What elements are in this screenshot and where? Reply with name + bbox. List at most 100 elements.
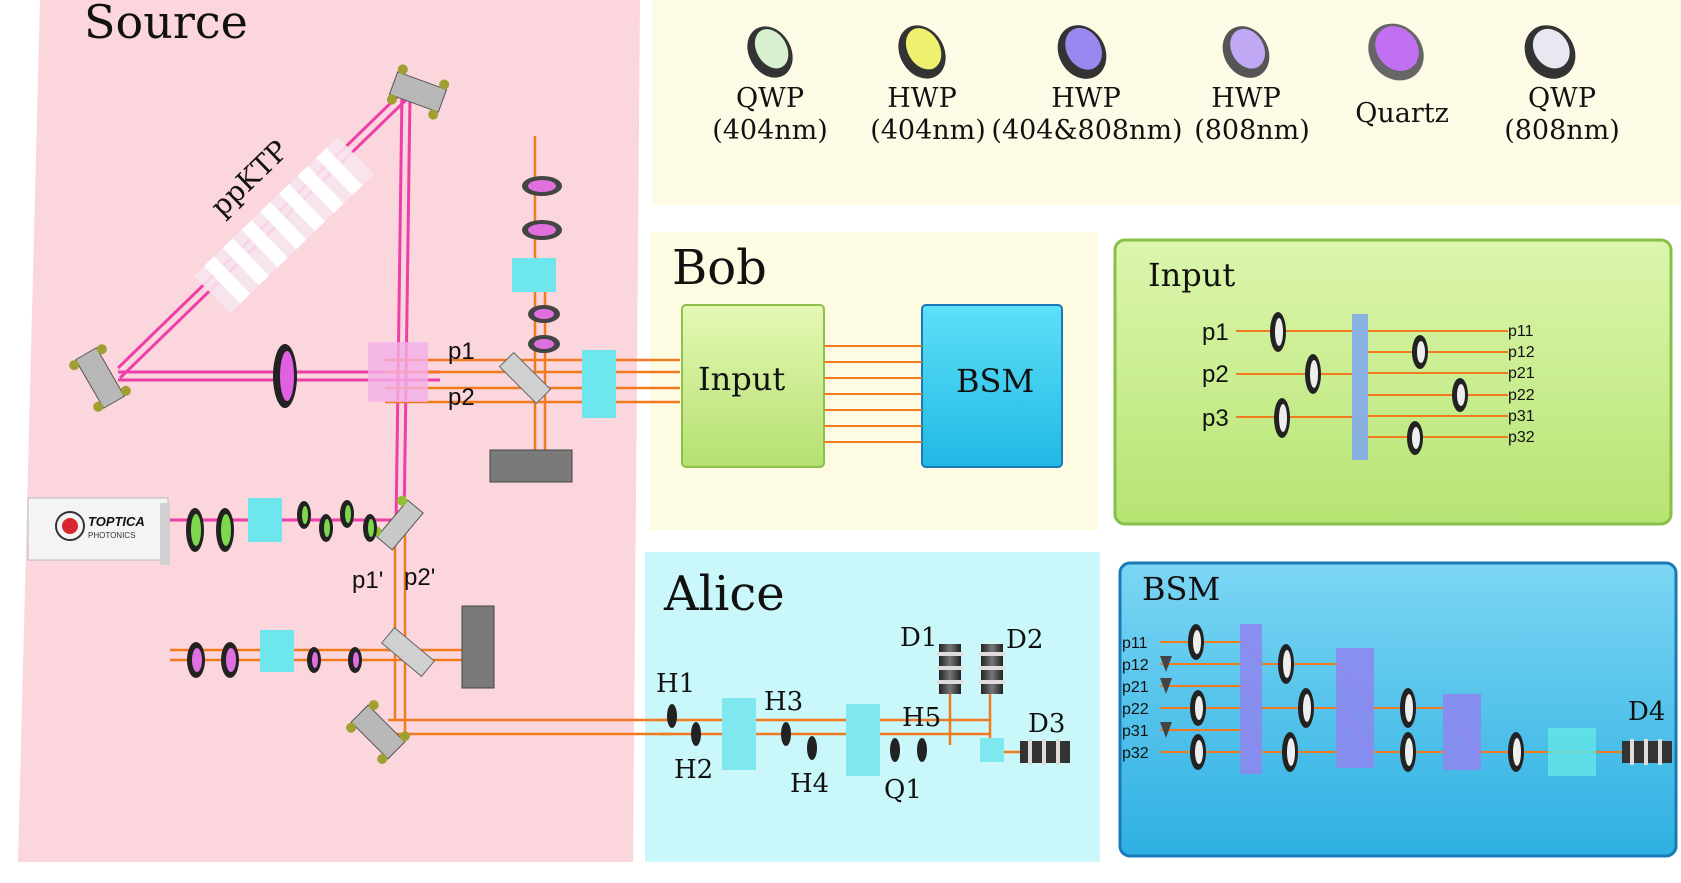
- calcite-displacer: [1352, 314, 1368, 460]
- output-label: p31: [1508, 408, 1535, 425]
- bob-input-label: Input: [698, 360, 785, 398]
- waveplate: [890, 738, 900, 762]
- bob-title: Bob: [672, 240, 767, 296]
- legend-panel-bg: [652, 0, 1681, 205]
- label-h3: H3: [764, 687, 803, 717]
- output-label: p32: [1508, 429, 1535, 446]
- output-label: p22: [1508, 387, 1535, 404]
- laser-sub: PHOTONICS: [88, 531, 135, 540]
- waveplate-face: [528, 224, 556, 236]
- pbs-cube: [368, 342, 428, 402]
- input-label: p2: [1202, 361, 1229, 388]
- detector-icon: [979, 644, 1005, 694]
- legend-item: QWP (808nm): [1504, 25, 1620, 146]
- waveplate-face: [1310, 360, 1318, 388]
- bob-bsm-box: [921, 304, 1063, 468]
- waveplate-face: [192, 648, 202, 672]
- waveplate-face: [221, 514, 231, 546]
- input-detail-title: Input: [1148, 256, 1235, 294]
- ppktp-crystal: [194, 136, 374, 314]
- bob-input-box: [681, 304, 825, 468]
- output-label: p11: [1508, 323, 1534, 340]
- pbs-cube: [1548, 728, 1596, 776]
- beam-dump: [461, 605, 495, 689]
- bsm-input-label: p21: [1122, 679, 1149, 696]
- waveplate-face: [226, 648, 236, 672]
- legend-item: HWP (404nm): [870, 25, 986, 146]
- waveplate-face: [1417, 341, 1425, 363]
- label-h5: H5: [902, 703, 941, 733]
- beam-dump: [489, 449, 573, 483]
- detector-icon: [1622, 739, 1672, 765]
- label-q1: Q1: [884, 775, 922, 805]
- legend-name: HWP: [1051, 83, 1120, 114]
- bsm-detail: D4 p11 p12 p21 p22 p31 p32: [1122, 624, 1672, 776]
- legend-name: HWP: [1211, 83, 1280, 114]
- source-setup: ppKTP: [27, 64, 680, 764]
- cyan-crystal: [582, 350, 616, 418]
- legend-sub: (808nm): [1504, 115, 1620, 146]
- legend-sub: (404&808nm): [991, 115, 1182, 146]
- waveplate-face: [1279, 404, 1287, 432]
- detector-icon: [1020, 739, 1070, 765]
- input-detail-panel: [1113, 238, 1673, 526]
- beam-p1p-label: p1': [352, 567, 383, 594]
- waveplate-face: [1195, 696, 1203, 720]
- detector-icon: [937, 644, 963, 694]
- waveplate-face: [754, 29, 789, 69]
- bsm-input-label: p22: [1122, 701, 1149, 718]
- input-detail: p1 p2 p3 p11 p12 p21 p22 p31 p32: [1202, 312, 1535, 460]
- waveplate-face: [528, 180, 556, 192]
- legend-name: QWP: [1528, 83, 1596, 114]
- beam-splitter-mirror-2: [380, 626, 436, 678]
- legend-item: QWP (404nm): [712, 26, 828, 146]
- waveplate-face: [1532, 28, 1570, 69]
- cyan-crystal: [846, 704, 880, 776]
- mirror-bottom: [346, 700, 410, 764]
- label-d2: D2: [1006, 625, 1043, 655]
- beam-splitter-mirror-1: [498, 351, 552, 405]
- legend: QWP (404nm) HWP (404nm) HWP (404&808nm) …: [712, 23, 1620, 146]
- waveplate-face: [312, 652, 318, 668]
- alice-title: Alice: [663, 566, 785, 622]
- input-arrows: [1160, 656, 1172, 738]
- waveplate-face: [1065, 27, 1102, 70]
- waveplate: [781, 722, 791, 746]
- bsm-input-label: p11: [1122, 635, 1148, 652]
- legend-sub: (404nm): [870, 115, 986, 146]
- cyan-crystal: [512, 258, 556, 292]
- bsm-input-label: p32: [1122, 745, 1149, 762]
- output-label: p21: [1508, 365, 1535, 382]
- waveplate-face: [1283, 650, 1291, 678]
- waveplate-face: [353, 652, 359, 668]
- cyan-crystal: [722, 698, 756, 770]
- input-label: p3: [1202, 405, 1229, 432]
- waveplate-face: [1375, 26, 1419, 71]
- waveplate-face: [345, 505, 351, 523]
- legend-item: Quartz: [1355, 23, 1449, 129]
- waveplate-face: [905, 28, 942, 70]
- beam-p2p-label: p2': [404, 564, 435, 591]
- cyan-crystal: [248, 498, 282, 542]
- cyan-crystal: [260, 630, 294, 672]
- label-h1: H1: [656, 669, 695, 699]
- waveplate-face: [534, 309, 554, 319]
- pump-lens-face: [280, 351, 294, 401]
- waveplate-face: [302, 506, 308, 524]
- legend-name: Quartz: [1355, 98, 1449, 129]
- alice-setup: H1 H2 H3 H4 H5 Q1 D1 D2 D3: [656, 623, 1070, 805]
- bsm-input-label: p31: [1122, 723, 1149, 740]
- label-d3: D3: [1028, 709, 1065, 739]
- input-label: p1: [1202, 319, 1229, 346]
- source-title: Source: [84, 0, 248, 49]
- waveplate-face: [1457, 384, 1465, 406]
- beam-p1-label: p1: [448, 338, 475, 365]
- waveplate-face: [1405, 738, 1413, 766]
- waveplate-face: [534, 339, 554, 349]
- waveplate-face: [368, 519, 374, 537]
- mirror-top: [386, 64, 450, 120]
- laser: TOPTICA PHOTONICS: [27, 497, 170, 565]
- calcite-displacer: [1240, 624, 1262, 774]
- waveplate: [807, 736, 817, 760]
- bob-bsm-label: BSM: [956, 362, 1034, 400]
